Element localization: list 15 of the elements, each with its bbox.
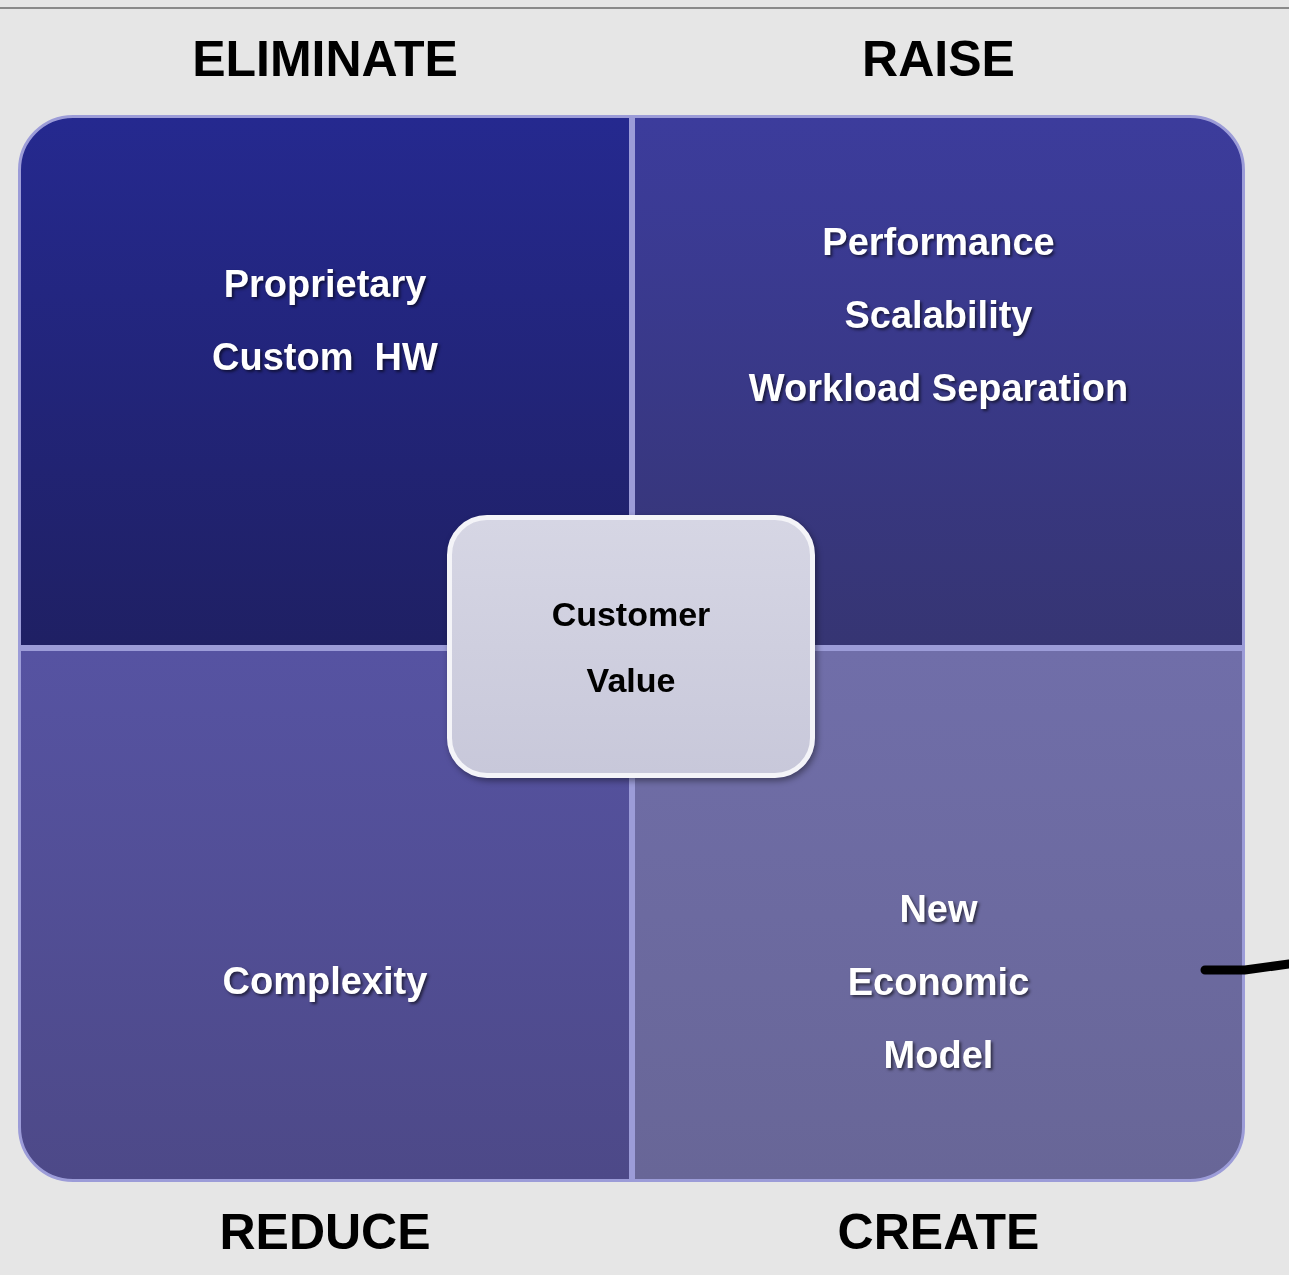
center-box xyxy=(447,515,815,778)
quadrant-item: Scalability xyxy=(843,293,1034,338)
quadrant-item: Complexity xyxy=(221,959,429,1004)
quadrant-item: Custom HW xyxy=(211,335,439,380)
quadrant-heading: RAISE xyxy=(862,31,1015,87)
quadrant-item: Proprietary xyxy=(222,262,428,307)
quadrant-item: Model xyxy=(882,1033,995,1078)
quadrant-heading: REDUCE xyxy=(219,1204,431,1260)
center-label: Customer Value xyxy=(550,593,712,701)
quadrant-item: New xyxy=(898,887,979,932)
quadrant-item: Economic xyxy=(846,960,1031,1005)
quadrant-item: Performance xyxy=(821,220,1056,265)
quadrant-heading: CREATE xyxy=(837,1204,1040,1260)
quadrant-heading: ELIMINATE xyxy=(192,31,458,87)
quadrant-item: Workload Separation xyxy=(747,366,1130,411)
